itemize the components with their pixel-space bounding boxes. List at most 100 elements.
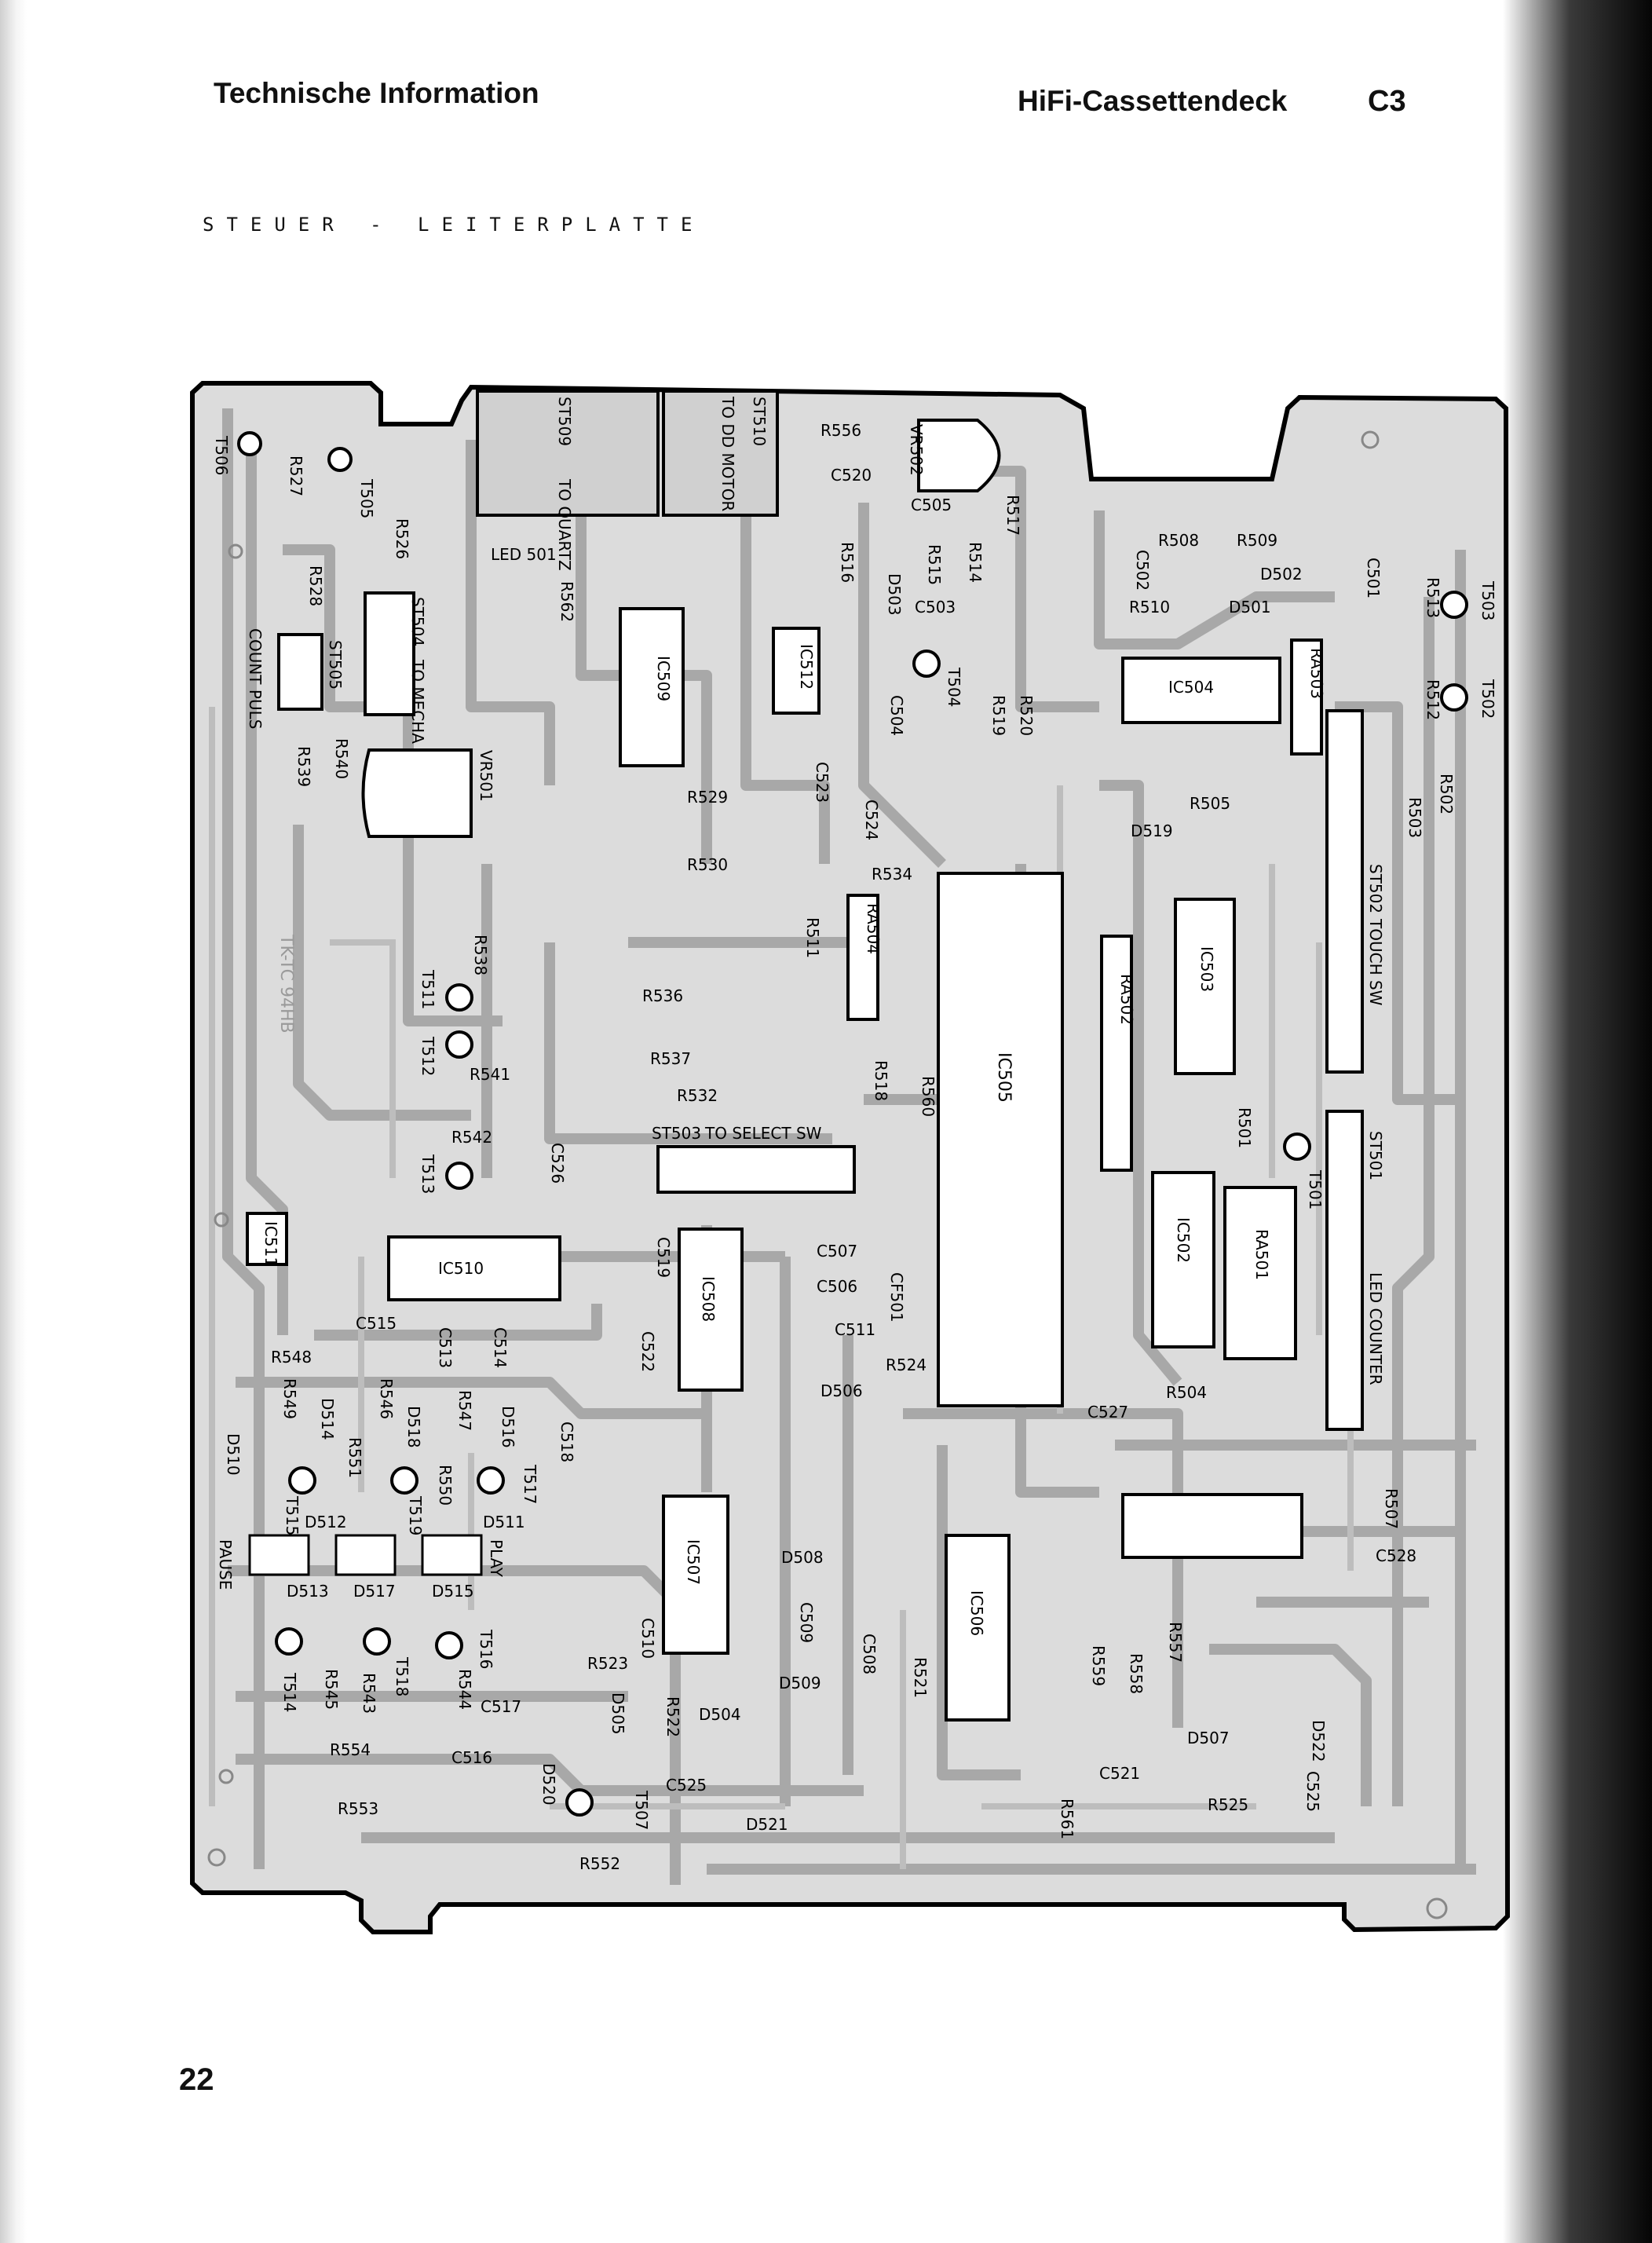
r548-label: R548 [271, 1348, 312, 1367]
c503-label: C503 [915, 598, 956, 617]
c513-label: C513 [436, 1327, 455, 1368]
t517-symbol [477, 1466, 505, 1495]
ra502 [1100, 935, 1133, 1172]
r525-label: R525 [1208, 1795, 1248, 1814]
d504-label: D504 [699, 1705, 741, 1724]
page-edge-right [1503, 0, 1652, 2243]
r557-label: R557 [1166, 1622, 1185, 1663]
connector-st502 [1325, 709, 1364, 1074]
r511-label: R511 [803, 917, 822, 958]
mounting-holes [207, 430, 1448, 1919]
c508-label: C508 [860, 1634, 879, 1674]
ra501 [1223, 1186, 1297, 1360]
c523-label: C523 [813, 762, 831, 803]
d501-label: D501 [1229, 598, 1271, 617]
c525-label: C525 [1303, 1771, 1322, 1812]
hole-left [228, 543, 243, 559]
r512-label: R512 [1424, 679, 1442, 720]
r503-label: R503 [1405, 797, 1424, 838]
d509-label: D509 [779, 1674, 821, 1692]
c519-label: C519 [654, 1237, 673, 1278]
ic509 [619, 607, 685, 767]
ra502-label: RA502 [1117, 974, 1136, 1025]
vr501 [361, 748, 473, 838]
r552-label: R552 [579, 1854, 620, 1873]
r561-label: R561 [1058, 1798, 1076, 1839]
ra504-label: RA504 [864, 903, 883, 954]
r530-label: R530 [687, 855, 728, 874]
r507-label: R507 [1382, 1488, 1401, 1529]
connector-st503 [656, 1145, 856, 1194]
r558-label: R558 [1127, 1653, 1146, 1694]
r505-label: R505 [1190, 794, 1230, 813]
vr501-label: VR501 [477, 750, 495, 802]
r529-label: R529 [687, 788, 728, 807]
d506-label: D506 [821, 1381, 863, 1400]
connector-st505-label: ST505 [326, 640, 345, 690]
r543-label: R543 [360, 1673, 378, 1714]
header-right-title: HiFi-Cassettendeck [1018, 85, 1288, 117]
hole-corner [207, 1848, 226, 1867]
ic502 [1151, 1171, 1215, 1348]
d521-label: D521 [746, 1815, 788, 1834]
transistor-symbols [237, 431, 1468, 1817]
connector-st501-note: LED COUNTER [1366, 1272, 1385, 1385]
play-switch-pad [421, 1534, 483, 1576]
d522-label: D522 [1309, 1720, 1328, 1762]
r541-label: R541 [470, 1065, 510, 1084]
r540-label: R540 [332, 738, 351, 779]
led501-label: LED 501 [491, 545, 557, 564]
t518-symbol [363, 1627, 391, 1656]
r521-label: R521 [911, 1657, 930, 1698]
d517-label: D517 [353, 1582, 396, 1601]
t504-symbol [912, 649, 941, 678]
d515-label: D515 [432, 1582, 474, 1601]
r542-label: R542 [451, 1128, 492, 1147]
connector-st505 [277, 633, 323, 711]
d503-label: D503 [885, 573, 904, 616]
connector-st504-note: TO MECHA [408, 659, 427, 744]
r536-label: R536 [642, 986, 683, 1005]
r534-label: R534 [872, 865, 912, 884]
t502-symbol [1440, 683, 1468, 712]
connector-st505-note: COUNT PULS [246, 628, 265, 729]
r502-label: R502 [1437, 774, 1456, 814]
d520-label: D520 [539, 1763, 558, 1806]
c506-label: C506 [817, 1277, 857, 1296]
connector-st503-label: ST503 [652, 1124, 701, 1143]
d516-label: D516 [499, 1406, 517, 1448]
header-left-title: Technische Information [214, 77, 539, 109]
ic505 [937, 872, 1064, 1407]
c507-label: C507 [817, 1242, 857, 1261]
ic506 [945, 1534, 1011, 1722]
r526-label: R526 [393, 518, 411, 559]
t515-symbol [288, 1466, 316, 1495]
c509-label: C509 [797, 1602, 816, 1643]
d508-label: D508 [781, 1548, 824, 1567]
connector-st509-label: ST509 [555, 397, 574, 446]
page-number: 22 [179, 2062, 214, 2097]
hole-bottom-left [218, 1769, 234, 1784]
r501-label: R501 [1235, 1107, 1254, 1148]
r562-label: R562 [557, 581, 576, 622]
r551-label: R551 [345, 1437, 364, 1478]
connector-st509 [476, 390, 660, 517]
hole-top-right [1361, 430, 1380, 449]
ic507 [662, 1495, 729, 1655]
c528-label: C528 [1376, 1546, 1416, 1565]
c510-label: C510 [638, 1618, 657, 1659]
t516-label: T516 [477, 1629, 495, 1669]
c504-label: C504 [887, 695, 906, 736]
r508-label: R508 [1158, 531, 1199, 550]
ra503-label: RA503 [1307, 648, 1326, 699]
ic510-label: IC510 [438, 1259, 484, 1278]
r549-label: R549 [280, 1378, 299, 1419]
connector-st510-note: TO DD MOTOR [718, 396, 737, 511]
r522-label: R522 [663, 1696, 682, 1737]
ic509-label: IC509 [654, 656, 673, 701]
connector-st501 [1325, 1110, 1364, 1431]
connector-st510-label: ST510 [750, 397, 769, 446]
r538-label: R538 [471, 935, 490, 975]
connector-st510 [662, 390, 779, 517]
